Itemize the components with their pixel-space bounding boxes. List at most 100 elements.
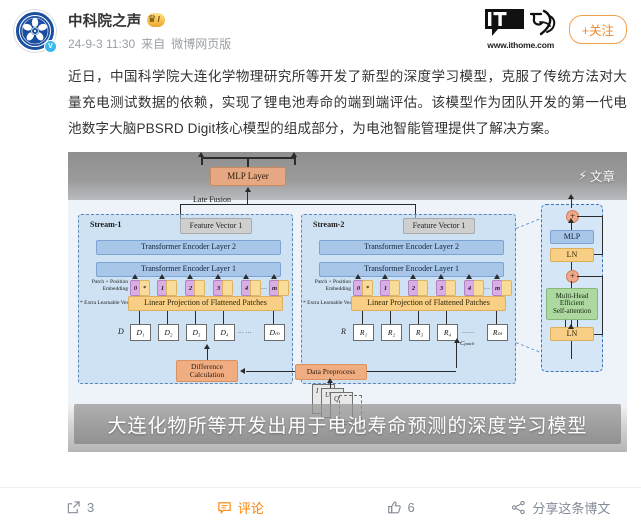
stream2-cell-ellipsis: …… bbox=[462, 329, 474, 335]
brand-block: www.ithome.com +关注 bbox=[484, 8, 627, 50]
stream1-feature-vector: Feature Vector 1 bbox=[180, 218, 252, 234]
diagram-arrow bbox=[327, 378, 333, 383]
media-bg-top bbox=[68, 152, 627, 200]
stream1-cell-label-D: D bbox=[118, 327, 124, 336]
stream2-extra-learnable: * Extra Learnable Vector bbox=[303, 300, 359, 306]
diagram-line bbox=[223, 311, 224, 324]
stream2-cell-4: R₄ bbox=[437, 324, 458, 341]
diagram-line bbox=[362, 311, 363, 324]
stream1-token-my bbox=[278, 280, 289, 296]
ithome-logo[interactable]: www.ithome.com bbox=[484, 8, 558, 50]
lightning-icon: ⚡ bbox=[578, 169, 587, 183]
repost-action[interactable]: 3 bbox=[0, 488, 160, 526]
verified-badge: V bbox=[44, 40, 57, 53]
zoom-attention-line3: Self-attention bbox=[552, 306, 592, 315]
comment-action[interactable]: 评论 bbox=[160, 488, 320, 526]
author-name[interactable]: 中科院之声 bbox=[68, 13, 142, 30]
zoom-connector-bottom bbox=[515, 342, 540, 353]
stream1-cell-1: D₁ bbox=[130, 324, 151, 341]
difference-calc-line2: Calculation bbox=[189, 370, 225, 379]
stream2-cell-label-R: R bbox=[341, 327, 346, 336]
stream2-token-1y bbox=[389, 280, 400, 296]
stream2-label: Stream-2 bbox=[313, 220, 345, 229]
avatar[interactable]: V bbox=[14, 10, 57, 53]
diagram-line bbox=[330, 380, 331, 388]
diagram-arrow bbox=[215, 274, 221, 279]
diagram-line bbox=[602, 276, 603, 334]
diagram-line bbox=[418, 311, 419, 324]
stream2-cell-2: R₂ bbox=[381, 324, 402, 341]
media-caption-bar: 大连化物所等开发出用于电池寿命预测的深度学习模型 bbox=[74, 404, 621, 444]
diagram-line bbox=[496, 311, 497, 324]
stream1-token-star: * bbox=[139, 280, 150, 296]
diagram-arrow bbox=[568, 324, 574, 329]
like-action[interactable]: 6 bbox=[321, 488, 481, 526]
diagram-arrow bbox=[271, 274, 277, 279]
post-header: V 中科院之声 ♛ I 24-9-3 11:30 来自 微博网页版 bbox=[0, 0, 641, 60]
source-link[interactable]: 微博网页版 bbox=[171, 37, 232, 51]
post-body-text: 近日，中国科学院大连化学物理研究所等开发了新型的深度学习模型，克服了传统方法对大… bbox=[68, 69, 627, 136]
diagram-arrow bbox=[568, 194, 574, 199]
stream1-cell-m: Dₘ bbox=[264, 324, 285, 341]
diagram-arrow bbox=[568, 218, 574, 223]
diagram-arrow bbox=[132, 274, 138, 279]
stream2-encoder-layer-2: Transformer Encoder Layer 2 bbox=[319, 240, 504, 255]
article-watermark: ⚡ 文章 bbox=[578, 166, 615, 185]
diagram-line bbox=[390, 311, 391, 324]
diagram-arrow bbox=[454, 338, 460, 343]
stream1-encoder-layer-2: Transformer Encoder Layer 2 bbox=[96, 240, 281, 255]
stream2-patch-pos-line1: Patch + Position bbox=[314, 279, 351, 285]
diagram-arrow bbox=[198, 152, 204, 157]
stream2-token-star: * bbox=[362, 280, 373, 296]
follow-button[interactable]: +关注 bbox=[568, 14, 627, 44]
diagram-line bbox=[180, 204, 181, 219]
zoom-attention-box: Multi-Head Efficient Self-attention bbox=[546, 288, 598, 320]
c-patch-label: Cpatch bbox=[460, 340, 475, 347]
member-level-label: I bbox=[157, 15, 160, 24]
diagram-line bbox=[602, 216, 603, 254]
post-timestamp: 24-9-3 11:30 bbox=[68, 36, 136, 51]
stream2-cell-1: R₁ bbox=[353, 324, 374, 341]
diagram-line bbox=[247, 192, 248, 204]
diagram-arrow bbox=[187, 274, 193, 279]
member-level-badge[interactable]: ♛ I bbox=[146, 13, 165, 27]
late-fusion-label: Late Fusion bbox=[193, 195, 231, 204]
diagram-line bbox=[594, 334, 603, 335]
share-action[interactable]: 分享这条博文 bbox=[481, 488, 641, 526]
stream1-token-1y bbox=[166, 280, 177, 296]
stream1-label: Stream-1 bbox=[90, 220, 122, 229]
diagram-line bbox=[571, 320, 572, 327]
diagram-arrow bbox=[355, 274, 361, 279]
cas-logo-icon bbox=[16, 12, 54, 50]
post-meta: 中科院之声 ♛ I 24-9-3 11:30 来自 微博网页版 bbox=[68, 10, 231, 52]
ithome-zhijia-icon bbox=[529, 9, 555, 36]
mlp-layer-box: MLP Layer bbox=[210, 167, 286, 186]
diagram-line bbox=[571, 281, 572, 290]
follow-button-label: +关注 bbox=[581, 23, 614, 38]
diagram-line bbox=[571, 341, 572, 359]
avatar-image[interactable] bbox=[14, 10, 56, 52]
diagram-line bbox=[571, 198, 572, 208]
diagram-line bbox=[594, 254, 603, 255]
diagram-arrow bbox=[159, 274, 165, 279]
diagram-arrow bbox=[410, 274, 416, 279]
post-timestamp-row: 24-9-3 11:30 来自 微博网页版 bbox=[68, 35, 231, 52]
diagram-line bbox=[571, 221, 572, 230]
stream2-patch-pos-line2: Embedding bbox=[325, 286, 351, 292]
zoom-ln-top-box: LN bbox=[550, 248, 594, 262]
like-count: 6 bbox=[407, 499, 415, 515]
stream2-cell-m: Rₘ bbox=[487, 324, 508, 341]
diagram-line bbox=[139, 311, 140, 324]
stream1-token-2y bbox=[194, 280, 205, 296]
stream1-cell-4: D₄ bbox=[214, 324, 235, 341]
diagram-line bbox=[577, 320, 578, 327]
diagram-line bbox=[446, 311, 447, 324]
diagram-arrow bbox=[245, 187, 251, 192]
diagram-arrow bbox=[243, 274, 249, 279]
diagram-arrow bbox=[204, 344, 210, 349]
diagram-line bbox=[246, 371, 295, 372]
media-caption: 大连化物所等开发出用于电池寿命预测的深度学习模型 bbox=[107, 415, 588, 437]
diagram-line bbox=[247, 157, 249, 169]
zoom-attention-line1: Multi-Head bbox=[555, 291, 589, 300]
post-media[interactable]: MLP Layer Late Fusion Stream-1 Stream-2 … bbox=[68, 152, 627, 452]
